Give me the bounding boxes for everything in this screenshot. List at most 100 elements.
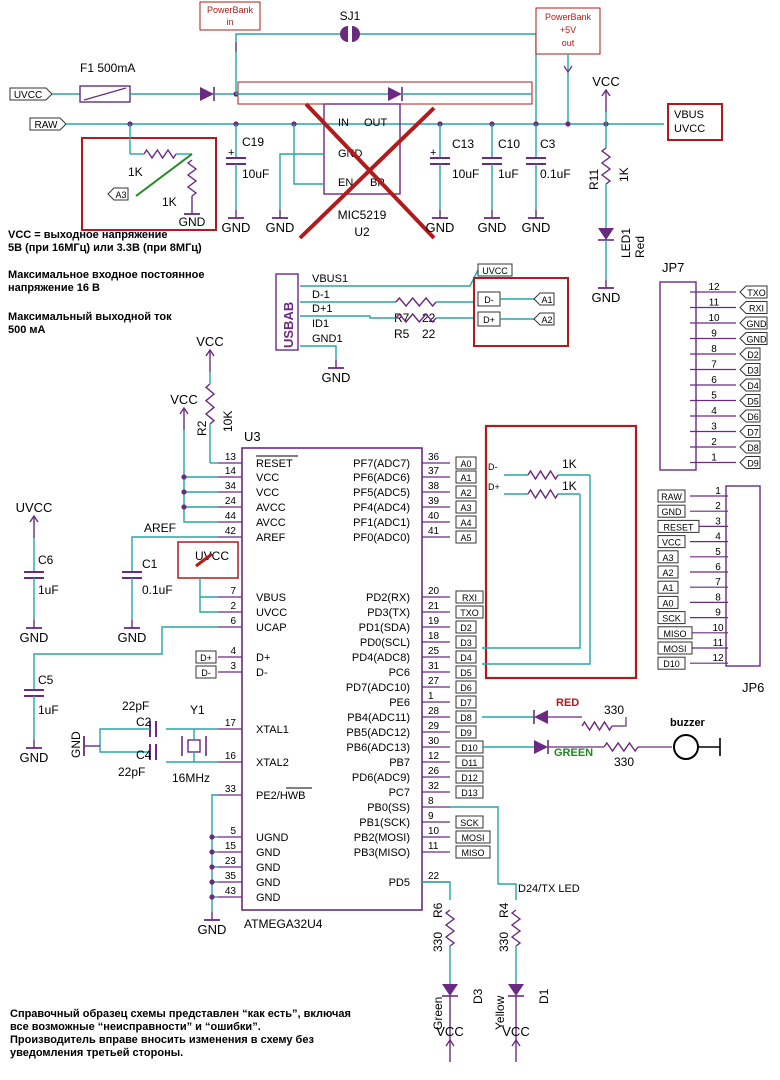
gnd-c1-label: GND — [118, 630, 147, 645]
mcu-left-pin-num: 43 — [225, 886, 237, 897]
mcu-left-pin-num: 15 — [225, 841, 237, 852]
mcu-left-pin-label: UCAP — [256, 622, 287, 634]
jp7-pin-tag — [739, 363, 761, 376]
wire — [279, 153, 324, 210]
powerbank-in-box — [199, 1, 261, 31]
note-iout: Максимальный выходной ток 500 мА — [8, 311, 172, 336]
divider-r-bottom — [186, 159, 198, 197]
jp6-pin-num: 8 — [715, 592, 721, 603]
diode — [200, 87, 214, 101]
mcu-left-pin-label: AVCC — [256, 517, 286, 529]
jp7-pin-tag — [739, 285, 768, 299]
cap-c19-ref: C19 — [242, 135, 264, 149]
regulator-u2 — [323, 103, 401, 195]
mcu-right-pin-label: PD4(ADC8) — [352, 652, 410, 664]
mcu-right-pin-num: 22 — [428, 871, 440, 882]
c2-value: 22pF — [122, 699, 149, 713]
vbus-uvcc-box — [667, 103, 723, 141]
usb-connector — [275, 273, 299, 351]
divider-green-link — [135, 153, 193, 197]
mcu-dplus-tag-label: D+ — [200, 653, 212, 663]
powerbank-in-label2: in — [226, 17, 233, 27]
mcu-right-pin-label: PC6 — [389, 667, 410, 679]
powerbank-out-label3: out — [562, 38, 575, 48]
mcu-right-tag — [455, 515, 477, 529]
mcu-right-pin-label: PF6(ADC6) — [353, 472, 410, 484]
divider-box — [81, 137, 217, 231]
jp6-pin-tag-label: VCC — [662, 538, 682, 548]
regulator-ref: U2 — [354, 225, 370, 239]
mcu-right-tag — [455, 710, 477, 724]
mcu-right-pin-label: PD7(ADC10) — [346, 682, 410, 694]
mcu-right-pin-label: PF4(ADC4) — [353, 502, 410, 514]
r4 — [510, 909, 522, 947]
jp6-pin-tag-label: RESET — [663, 522, 694, 532]
cap-c13-ref: C13 — [452, 137, 474, 151]
mcu-right-tag-label: D2 — [460, 623, 472, 633]
jp6-pin-num: 10 — [712, 623, 724, 634]
c6-label: C6 — [38, 553, 54, 567]
led-red-label: RED — [556, 697, 579, 709]
jp7-pin-num: 1 — [711, 453, 717, 464]
raw-input-tag — [29, 117, 67, 131]
jp6-pin-num: 4 — [715, 532, 721, 543]
jp6-pin-tag-label: GND — [662, 507, 683, 517]
mcu-left-pin-label: PE2/HWB — [256, 790, 306, 802]
mcu-left-pin-label: UVCC — [256, 607, 287, 619]
aref-label: AREF — [144, 521, 176, 535]
powerbank-out-box — [535, 7, 601, 55]
mcu-right-pin-num: 11 — [428, 841, 439, 852]
junction-dot — [181, 489, 187, 495]
r7 — [395, 296, 437, 308]
mcu-left-pin-num: 14 — [225, 466, 237, 477]
vcc-top-label: VCC — [592, 74, 619, 89]
mcu-right-pin-label: PD6(ADC9) — [352, 772, 410, 784]
wire — [183, 430, 218, 523]
mcu-right-pin-num: 18 — [428, 631, 440, 642]
jp7-pin-tag — [739, 409, 761, 423]
mcu-right-tag-label: D5 — [460, 668, 472, 678]
jp6-pin-tag — [657, 595, 679, 609]
crystal-y1 — [187, 739, 201, 753]
mcu-right-pin-num: 39 — [428, 496, 440, 507]
mcu-dplus-tag — [195, 650, 217, 664]
uvcc-c6-label: UVCC — [16, 500, 53, 515]
junction-dot — [209, 834, 215, 840]
mcu-left-pin-label: GND — [256, 892, 281, 904]
mcu-right-tag-label: D9 — [460, 728, 472, 738]
note-footer: Справочный образец схемы представлен “ка… — [10, 1008, 351, 1059]
jp7-pin-tag-label: D9 — [747, 459, 759, 469]
gnd-c13-label: GND — [426, 220, 455, 235]
fuse-label: F1 500mA — [80, 61, 135, 75]
jp7-pin-num: 5 — [711, 391, 717, 402]
jp7-pin-num: 8 — [711, 344, 717, 355]
mcu-right-tag-label: D12 — [461, 773, 478, 783]
wire — [99, 728, 150, 753]
usb-a1-tag-label: A1 — [541, 295, 552, 305]
gnd-c6-label: GND — [20, 630, 49, 645]
d3-color: Green — [431, 997, 445, 1030]
gnd-led1-label: GND — [592, 290, 621, 305]
cap-c10-value: 1uF — [498, 167, 519, 181]
divider-a3-tag-label: A3 — [115, 190, 126, 200]
mcu-left-pin-num: 23 — [225, 856, 237, 867]
jp7-pin-tag-label: D8 — [747, 443, 759, 453]
powerbank-out-label2: +5V — [560, 25, 576, 35]
mcu-right-pin-num: 12 — [428, 751, 440, 762]
led-red — [534, 710, 548, 724]
mcu-right-tag — [455, 815, 484, 829]
mcu-right-pin-label: PB7 — [389, 757, 410, 769]
jp6-pin-tag — [657, 550, 679, 564]
jp7-pin-tag — [739, 378, 761, 392]
uvcc-label: UVCC — [674, 123, 705, 135]
jp7-pin-num: 12 — [708, 282, 720, 293]
mcu-right-pin-label: PF0(ADC0) — [353, 532, 410, 544]
mcu-right-tag-label: A0 — [460, 459, 471, 469]
gnd-c5-label: GND — [20, 750, 49, 765]
cap-c13-value: 10uF — [452, 167, 479, 181]
cap-c19-value: 10uF — [242, 167, 269, 181]
jp6-pin-tag — [657, 626, 693, 640]
vcc-d3-label: VCC — [436, 1024, 463, 1039]
mcu-right-tag — [455, 665, 477, 679]
